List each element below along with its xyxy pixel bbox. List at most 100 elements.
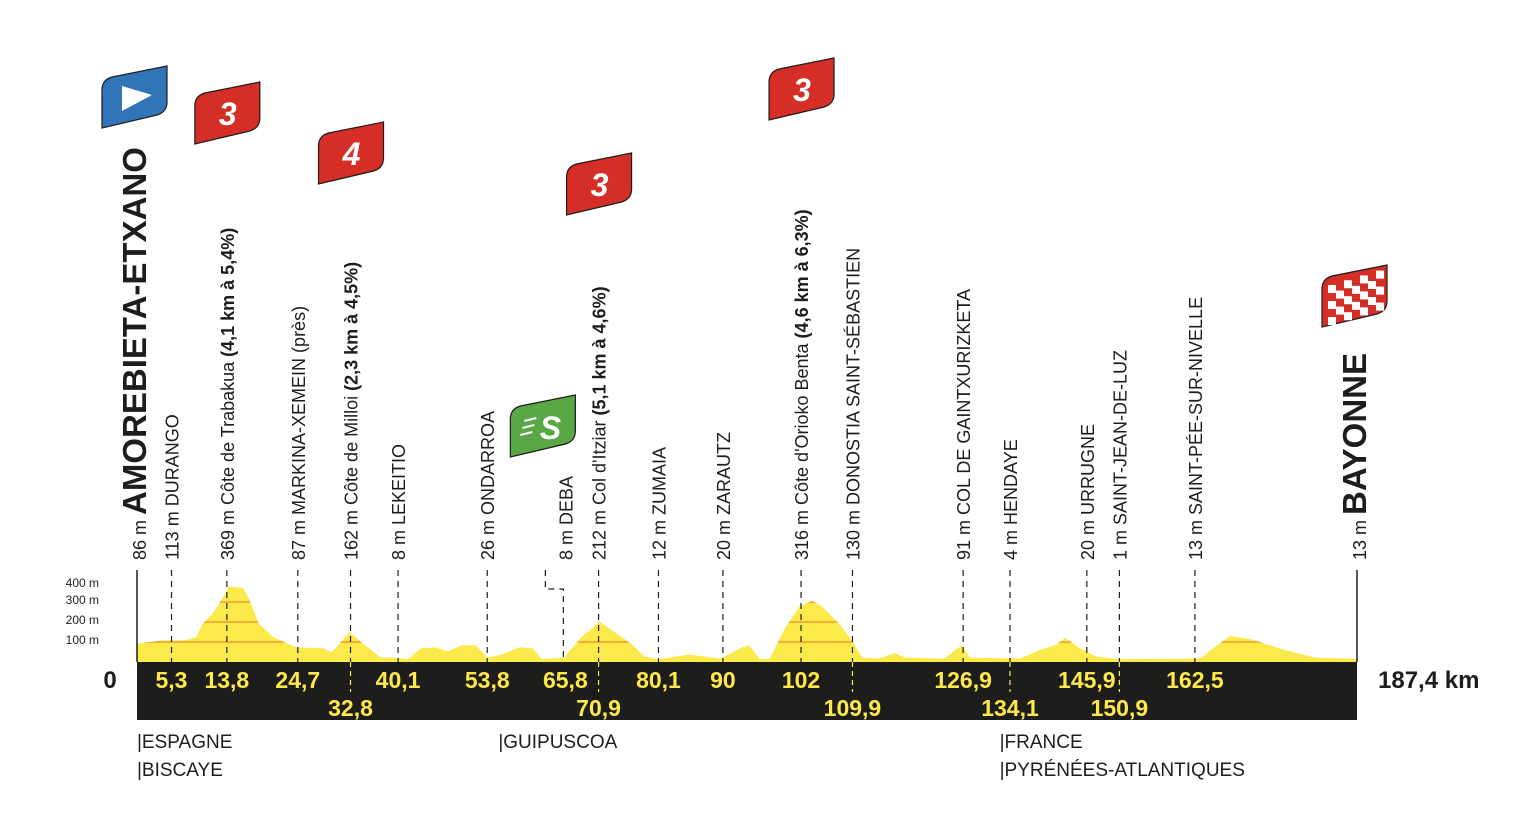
waypoint-elevation: 4 m [1001, 530, 1021, 560]
waypoint-label: 162 m Côte de Milloi (2,3 km à 4,5%) [342, 262, 362, 560]
km-label: 70,9 [576, 695, 621, 721]
km-label: 145,9 [1058, 667, 1116, 693]
distance-bar [137, 662, 1357, 720]
sprint-flag-icon: S [509, 394, 576, 458]
checker-square [1336, 306, 1344, 315]
climb-category-flag-icon: 3 [768, 57, 835, 121]
waypoint-name: COL DE GAINTXURIZKETA [954, 289, 974, 515]
y-tick-label: 400 m [66, 576, 99, 590]
waypoint-label: 20 m ZARAUTZ [714, 432, 734, 560]
y-tick-label: 100 m [66, 633, 99, 647]
waypoint-label: 86 mAMOREBIETA-ETXANO [116, 147, 153, 560]
km-label: 126,9 [934, 667, 992, 693]
waypoint-label: 12 m ZUMAIA [649, 447, 669, 560]
waypoint-elevation: 113 m [163, 511, 183, 560]
waypoint-name: HENDAYE [1001, 439, 1021, 525]
waypoint-elevation: 26 m [478, 520, 498, 560]
checker-square [1376, 286, 1384, 295]
km-label: 65,8 [543, 667, 588, 693]
checker-square [1344, 296, 1352, 305]
waypoint-label: 1 mSAINT-JEAN-DE-LUZ [1110, 350, 1130, 560]
elevation-profile-area [137, 586, 1357, 662]
sprint-letter: S [540, 410, 562, 446]
waypoint-elevation: 13 m [1350, 520, 1370, 560]
checker-square [1368, 297, 1376, 305]
checker-square [1360, 291, 1368, 300]
km-label: 53,8 [465, 667, 510, 693]
waypoint-elevation: 20 m [1078, 520, 1098, 560]
climb-category-flag-icon: 4 [317, 121, 385, 185]
waypoint-detail: (4,6 km à 6,3%) [792, 209, 812, 338]
checker-square [1328, 285, 1336, 293]
checker-square [1360, 307, 1368, 316]
climb-category-number: 3 [219, 96, 237, 132]
region-label: |PYRÉNÉES-ATLANTIQUES [1000, 760, 1245, 781]
waypoint-name: LEKEITIO [389, 444, 409, 525]
waypoint-name: URRUGNE [1078, 424, 1098, 515]
checker-square [1328, 301, 1336, 309]
waypoint-elevation: 162 m [342, 510, 362, 560]
waypoint-name: ZUMAIA [649, 447, 669, 515]
waypoint-label: 4 m HENDAYE [1001, 439, 1021, 560]
waypoint-name: DURANGO [163, 414, 183, 506]
waypoint-label: 20 m URRUGNE [1078, 424, 1098, 560]
waypoint-elevation: 130 m [843, 510, 863, 560]
km-label: 40,1 [376, 667, 421, 693]
waypoint-label: 369 m Côte de Trabakua (4,1 km à 5,4%) [218, 228, 238, 560]
km-label: 5,3 [156, 667, 188, 693]
checker-square [1344, 312, 1352, 321]
climb-category-flag-icon-shape [194, 81, 261, 145]
checker-square [1336, 290, 1344, 299]
start-flag-icon [101, 65, 168, 129]
region-label: |FRANCE [1000, 732, 1083, 753]
zero-label: 0 [103, 667, 116, 694]
waypoint-name: MARKINA-XEMEIN [289, 358, 309, 515]
waypoint-label: 26 mONDARROA [478, 411, 498, 560]
climb-category-flag-icon: 3 [194, 81, 261, 145]
waypoint-elevation: 8 m [389, 530, 409, 560]
waypoint-marker-line [544, 570, 564, 662]
waypoint-name: Côte de Milloi [342, 396, 362, 505]
waypoint-label: 8 mDEBA [556, 476, 576, 560]
climb-category-flag-icon: 3 [565, 152, 633, 216]
km-label: 134,1 [981, 695, 1039, 721]
waypoint-detail: (4,1 km à 5,4%) [218, 228, 238, 357]
climb-category-flag-icon-shape [317, 121, 385, 185]
speed-line [524, 417, 537, 422]
waypoint-label: 8 m LEKEITIO [389, 444, 409, 560]
waypoint-name: SAINT-JEAN-DE-LUZ [1110, 350, 1130, 525]
waypoint-elevation: 91 m [954, 520, 974, 560]
y-tick-label: 300 m [66, 593, 99, 607]
region-label: |ESPAGNE [137, 732, 232, 753]
waypoint-elevation: 20 m [714, 520, 734, 560]
waypoint-name: ZARAUTZ [714, 432, 734, 515]
play-triangle-icon [122, 86, 152, 111]
checker-square [1344, 280, 1352, 289]
waypoint-name: Côte de Trabakua [218, 361, 238, 505]
waypoint-detail: (5,1 km à 4,6%) [590, 286, 610, 415]
waypoint-elevation: 369 m [218, 510, 238, 560]
region-label: |GUIPUSCOA [498, 732, 617, 753]
km-label: 24,7 [275, 667, 320, 693]
checker-square [1360, 275, 1368, 284]
km-label: 150,9 [1091, 695, 1149, 721]
waypoint-label: 91 m COL DE GAINTXURIZKETA [954, 289, 974, 560]
km-label: 32,8 [328, 695, 373, 721]
waypoint-name: DONOSTIA SAINT-SÉBASTIEN [843, 248, 863, 505]
km-label: 162,5 [1166, 667, 1224, 693]
waypoint-elevation: 12 m [649, 520, 669, 560]
waypoint-label: 130 m DONOSTIA SAINT-SÉBASTIEN [843, 248, 863, 560]
checker-square [1368, 281, 1376, 289]
waypoint-detail: (2,3 km à 4,5%) [342, 262, 362, 391]
waypoint-label: 13 mSAINT-PÉE-SUR-NIVELLE [1186, 297, 1206, 560]
waypoint-elevation: 212 m [590, 510, 610, 560]
checker-square [1328, 317, 1336, 325]
checker-square [1352, 285, 1360, 294]
waypoint-name: Côte d'Orioko Benta [792, 342, 812, 505]
waypoint-label: 212 mCol d'Itziar(5,1 km à 4,6%) [590, 286, 610, 560]
km-label: 109,9 [824, 695, 882, 721]
waypoint-elevation: 13 m [1186, 520, 1206, 560]
waypoint-detail: (près) [289, 306, 309, 353]
km-label: 102 [782, 667, 820, 693]
